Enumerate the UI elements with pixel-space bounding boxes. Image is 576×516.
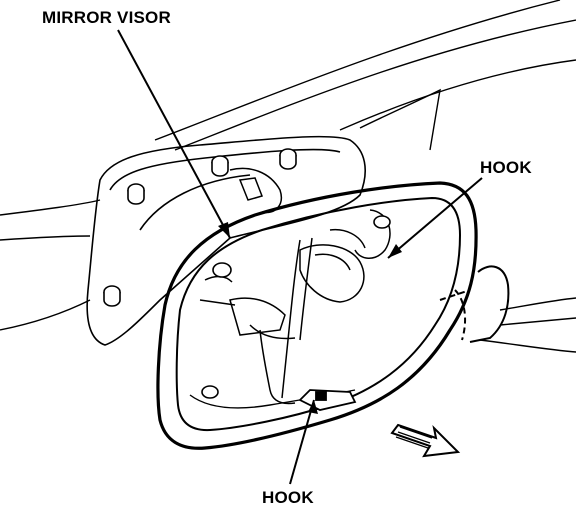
- right-hook-bracket: [439, 265, 510, 343]
- lower-hook-label: HOOK: [262, 488, 314, 507]
- mirror-visor-leader: [117, 29, 231, 239]
- mounting-bosses: [103, 148, 297, 307]
- mirror-visor-label: MIRROR VISOR: [42, 8, 171, 27]
- upper-hook-arrowhead: [388, 244, 402, 258]
- removal-direction-arrow: [390, 423, 461, 458]
- upper-hook-label: HOOK: [480, 158, 532, 177]
- leader-arrowheads: [218, 222, 402, 414]
- mirror-visor-arrowhead: [218, 222, 230, 238]
- leader-lines: [117, 29, 483, 485]
- lower-hook-leader: [289, 399, 315, 485]
- visor-screw-holes: [201, 215, 391, 399]
- lower-hook-arrowhead: [308, 400, 318, 414]
- door-frame-lines: [0, 0, 576, 353]
- lower-hook-tab: [298, 389, 357, 411]
- upper-hook-leader: [387, 177, 483, 259]
